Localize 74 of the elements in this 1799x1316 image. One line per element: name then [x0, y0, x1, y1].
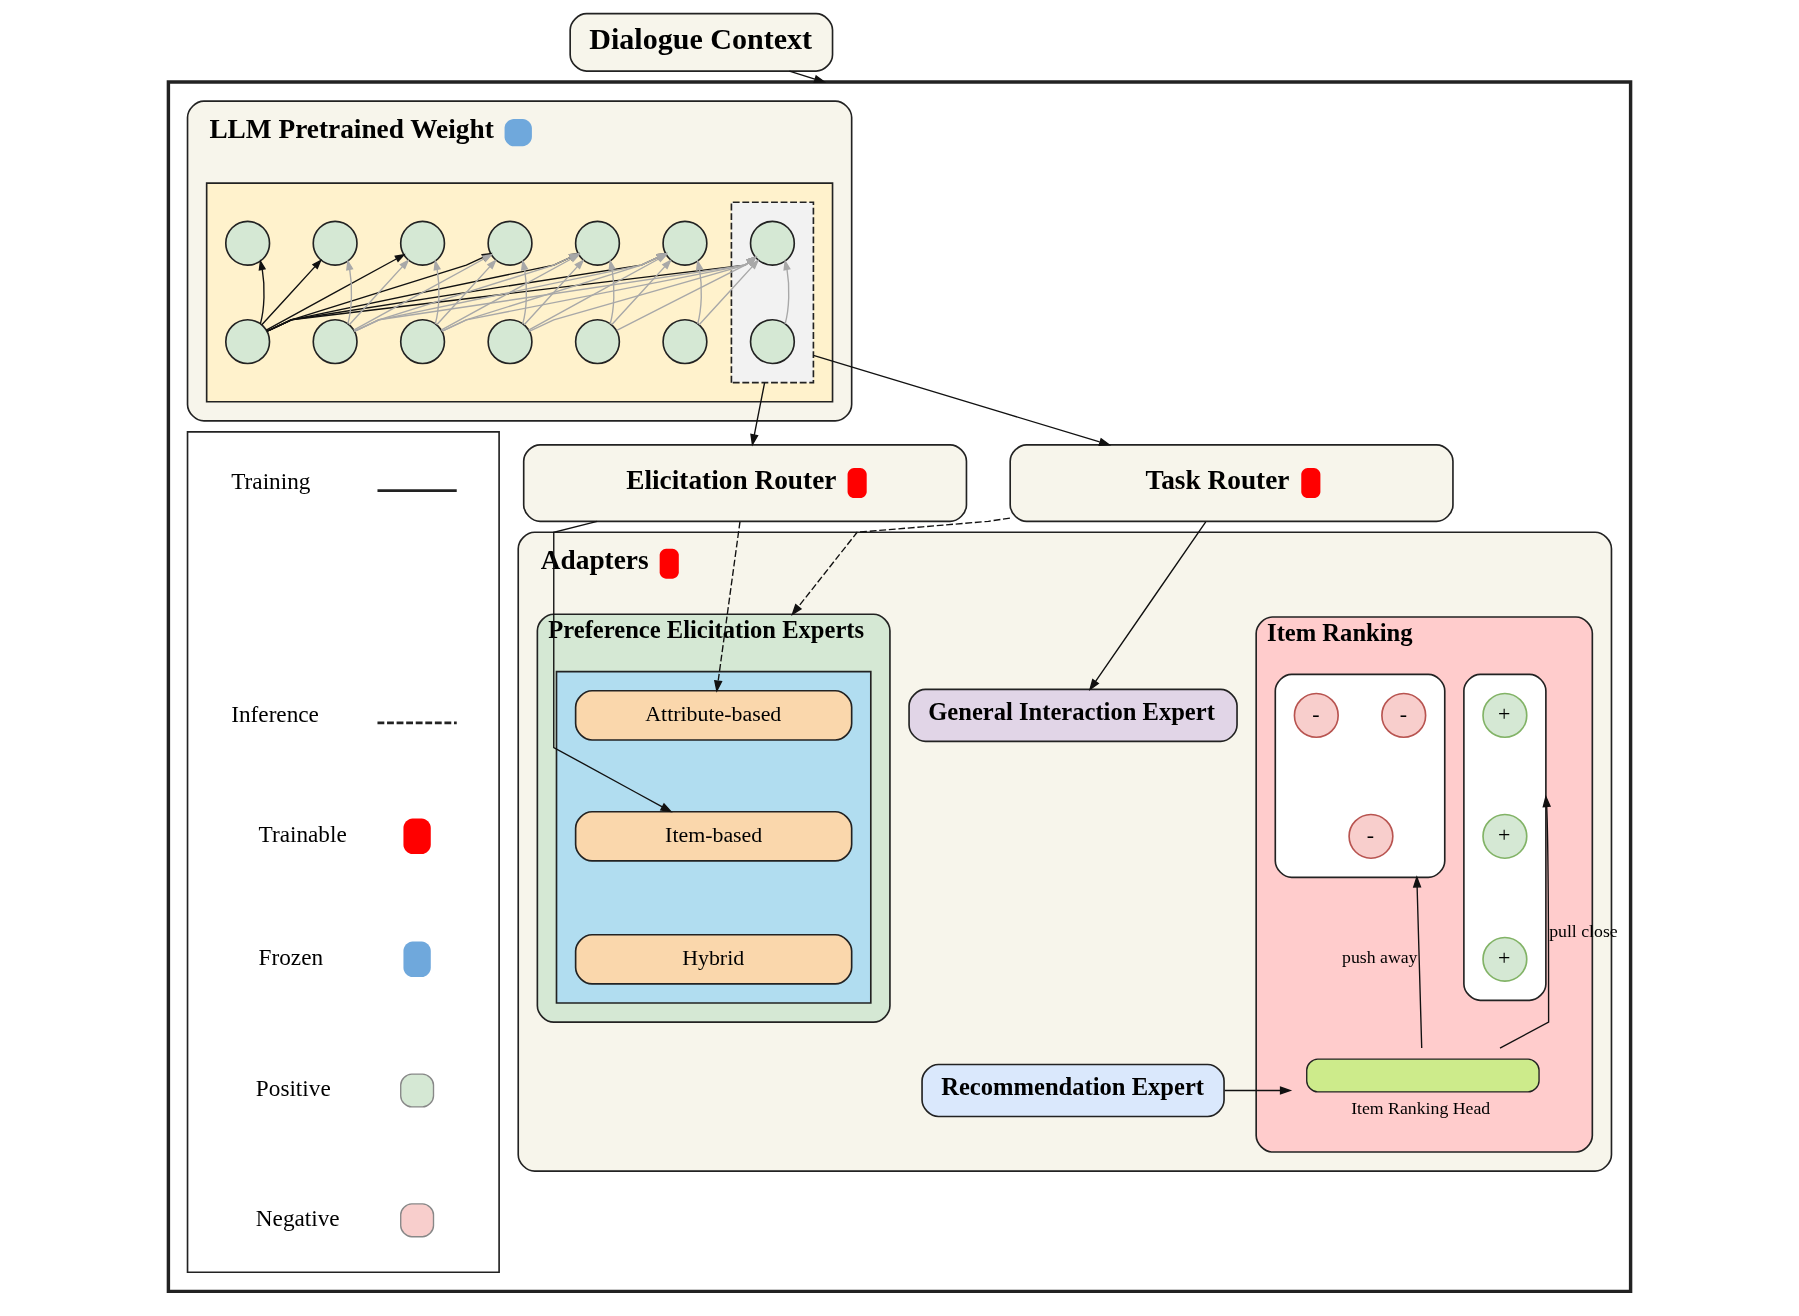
node-circle	[487, 318, 533, 365]
node-circle	[224, 220, 271, 266]
cluster	[730, 201, 815, 384]
arrow	[1412, 875, 1423, 1049]
cluster	[205, 182, 834, 403]
node-circle	[399, 220, 446, 266]
arrow	[520, 259, 529, 325]
node-circle	[662, 318, 708, 365]
arrow	[436, 258, 497, 326]
arrow	[812, 354, 1112, 446]
cluster: LLM Pretrained Weight	[186, 100, 853, 422]
node-circle	[749, 220, 796, 266]
node-circle	[399, 318, 446, 365]
node-circle	[574, 220, 621, 266]
legend-label: Trainable	[258, 820, 347, 847]
arrow	[266, 256, 758, 332]
arrow	[783, 259, 791, 325]
arrow	[353, 256, 758, 332]
arrow	[433, 259, 441, 325]
arrow	[1499, 794, 1552, 1049]
node-circle	[312, 318, 358, 365]
node-circle	[487, 220, 533, 266]
arrow	[695, 259, 704, 325]
node-circle	[662, 220, 708, 266]
arrow	[523, 258, 585, 326]
node-circle: -	[1293, 692, 1339, 739]
legend-label: Training	[231, 468, 311, 495]
arrow	[788, 70, 827, 84]
legend-label: Inference	[231, 700, 319, 727]
arrow	[791, 517, 1011, 616]
arrow	[750, 381, 766, 447]
node-box: General Interaction Expert	[908, 688, 1238, 743]
arrow	[610, 258, 672, 326]
cluster	[555, 670, 872, 1004]
arrow	[441, 256, 758, 332]
node-box	[186, 431, 500, 1274]
arrow	[527, 253, 669, 331]
node-circle: -	[1348, 813, 1394, 860]
arrow	[553, 520, 673, 813]
arrow	[698, 258, 760, 326]
node-box: Elicitation Router	[522, 444, 968, 523]
arrow	[713, 521, 741, 693]
edge-label: push away	[1342, 946, 1418, 967]
node-circle	[574, 318, 621, 365]
cluster	[166, 80, 1633, 1294]
arrow	[528, 256, 758, 332]
arrow	[1223, 1086, 1293, 1095]
node-label: Item Ranking Head	[1351, 1098, 1491, 1119]
node-circle	[224, 318, 271, 365]
arrow	[258, 259, 267, 325]
arrow	[265, 253, 406, 331]
node-circle: -	[1381, 692, 1427, 739]
arrow	[1088, 521, 1207, 692]
node-circle: +	[1482, 813, 1528, 860]
node-box: Hybrid	[574, 933, 853, 985]
cluster	[1274, 673, 1446, 879]
node-circle	[312, 220, 358, 266]
node-circle: +	[1482, 936, 1528, 982]
node-box: Recommendation Expert	[921, 1063, 1225, 1118]
arrow	[346, 259, 354, 325]
node-circle	[749, 318, 796, 365]
arrow	[608, 259, 616, 325]
node-circle: +	[1482, 692, 1528, 739]
legend-label: Positive	[255, 1075, 331, 1102]
cluster	[1463, 673, 1547, 1002]
arrow	[616, 256, 758, 332]
node-box: Item-based	[574, 810, 853, 862]
legend-label: Negative	[255, 1204, 340, 1231]
arrow	[348, 258, 410, 326]
legend-label: Frozen	[258, 943, 324, 970]
node-box: Attribute-based	[574, 689, 853, 741]
node-box: Dialogue Context	[569, 12, 834, 72]
arrow	[261, 258, 323, 326]
node-box: Task Router	[1009, 444, 1454, 523]
